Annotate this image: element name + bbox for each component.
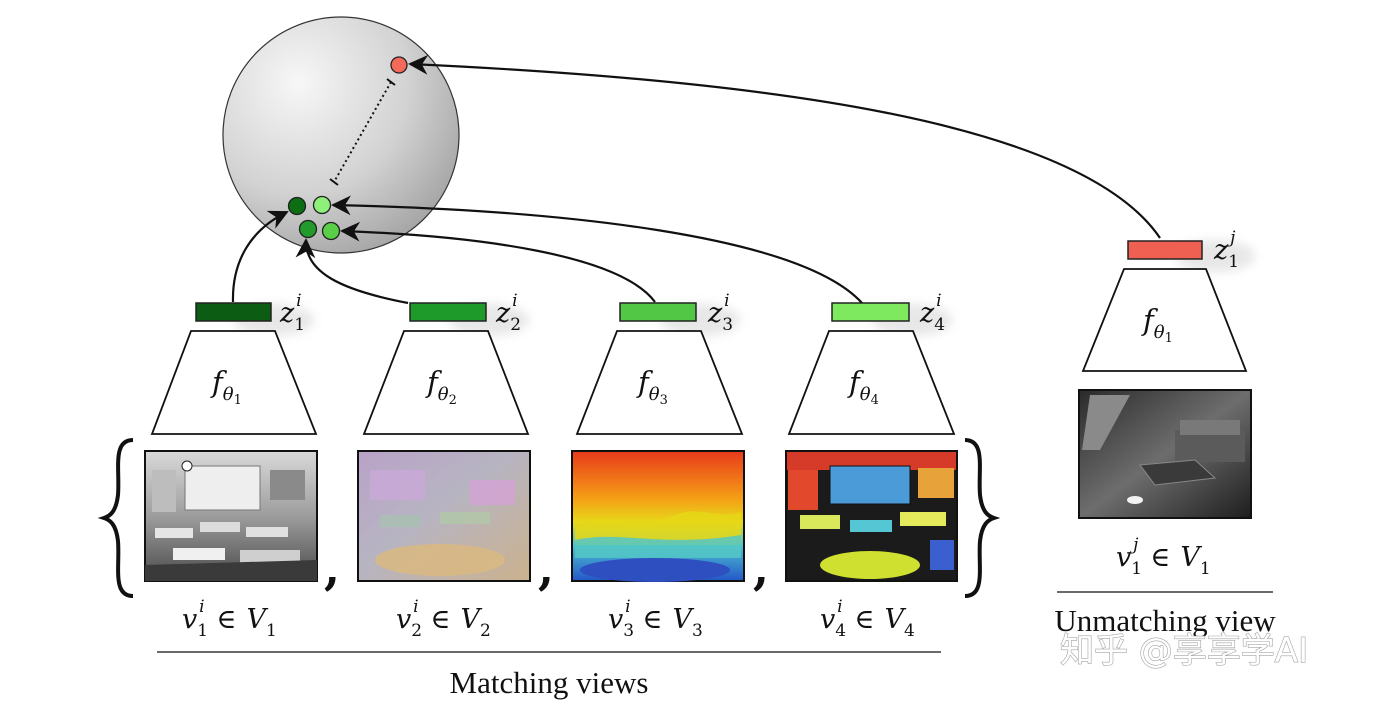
view-image-2-normals	[357, 450, 531, 582]
code-bar-z2	[409, 302, 487, 322]
encoder-column-2: z2i fθ2	[362, 291, 530, 435]
view-label-1: v1i∈V1	[182, 597, 277, 641]
encoder-network-4	[787, 330, 956, 435]
matching-views-caption: Matching views	[450, 665, 649, 700]
code-bar-z4	[831, 302, 910, 322]
encoder-column-3: z3i fθ3	[575, 291, 744, 435]
code-label-z4: z4i	[919, 291, 945, 335]
encoder-network-unmatching	[1081, 268, 1248, 372]
code-bar-z1	[195, 302, 272, 322]
code-bar-z3	[619, 302, 697, 322]
view-label-2: v2i∈V2	[396, 597, 491, 641]
view-image-1-grayscale	[144, 450, 318, 582]
embedding-sphere	[222, 16, 460, 254]
embedding-point-z2	[298, 219, 318, 239]
code-label-z2: z2i	[495, 291, 521, 335]
code-bar-zj	[1127, 240, 1203, 260]
encoder-network-1	[150, 330, 318, 435]
unmatching-view-caption: Unmatching view	[1054, 603, 1276, 638]
distance-dotted-line	[333, 81, 392, 183]
view-image-3-depth	[571, 450, 745, 582]
code-label-zj: z1j	[1213, 228, 1239, 272]
view-label-unmatching: v1j∈V1	[1116, 535, 1211, 579]
encoder-column-unmatching: z1j fθ1	[1081, 228, 1255, 372]
view-image-unmatching	[1078, 389, 1252, 519]
embedding-point-z1	[287, 196, 307, 216]
comma-3: ,	[753, 541, 769, 595]
arrow-z1	[231, 210, 289, 303]
embedding-point-z3	[321, 221, 341, 241]
comma-1: ,	[324, 541, 340, 595]
encoder-network-2	[362, 330, 530, 435]
left-brace	[97, 438, 134, 598]
right-brace	[964, 438, 1001, 598]
arrow-zj	[408, 54, 1161, 239]
arrow-z4	[331, 195, 863, 304]
watermark-text: 知乎 @享享学AI	[1060, 631, 1308, 671]
encoder-network-3	[575, 330, 744, 435]
view-image-4-segmentation	[785, 450, 958, 582]
encoder-column-4: z4i fθ4	[787, 291, 956, 435]
embedding-point-z4	[312, 195, 332, 215]
view-labels: v1i∈V1 v2i∈V2 v3i∈V3 v4i∈V4 v1j∈V1	[182, 535, 1211, 641]
projection-arrows	[231, 54, 1161, 305]
encoder-column-1: z1i fθ1	[150, 291, 318, 435]
arrow-z2	[295, 238, 409, 305]
arrow-z3	[340, 221, 656, 303]
view-label-3: v3i∈V3	[608, 597, 703, 641]
view-label-4: v4i∈V4	[820, 597, 915, 641]
negative-embedding-point	[390, 56, 408, 74]
code-label-z1: z1i	[279, 291, 305, 335]
comma-2: ,	[538, 541, 554, 595]
code-label-z3: z3i	[707, 291, 733, 335]
